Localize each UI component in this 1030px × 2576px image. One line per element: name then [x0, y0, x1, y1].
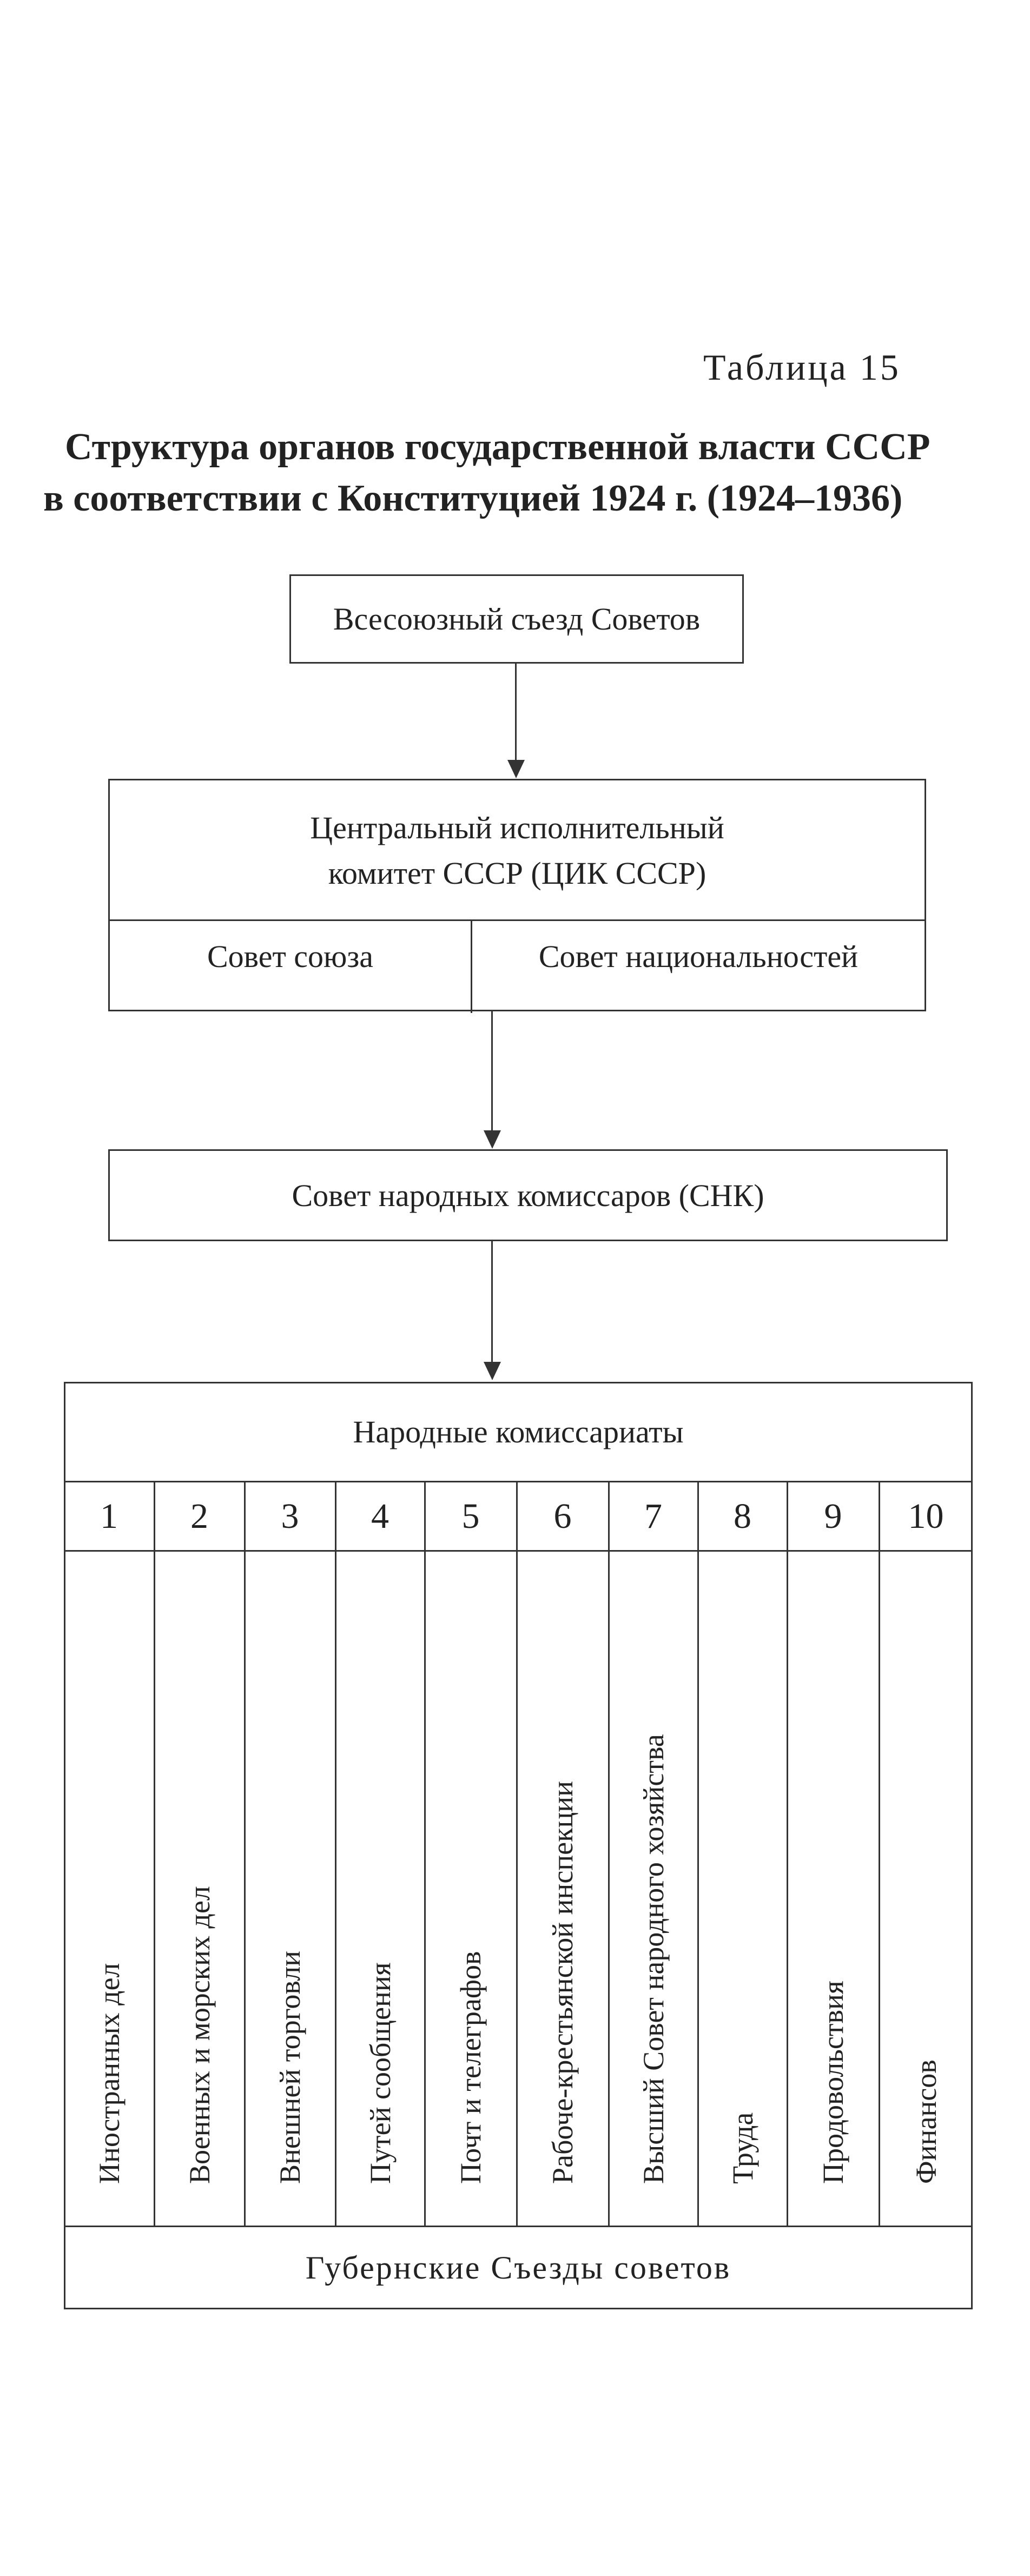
commissariat-name: Труда: [726, 2112, 759, 2184]
column-divider: [787, 1481, 788, 2226]
title-line-1: Структура органов государственной власти…: [65, 426, 930, 468]
chamber-divider: [471, 919, 472, 1013]
commissariat-column: Иностранных дел: [64, 1551, 154, 2227]
commissariat-column: Военных и морских дел: [154, 1551, 245, 2227]
table-number: Таблица 15: [703, 347, 901, 388]
commissariat-number: 10: [908, 1496, 944, 1536]
commissariat-column: Внешней торговли: [245, 1551, 335, 2227]
commissariat-number: 6: [553, 1496, 572, 1536]
chamber-union: Совет союза: [110, 921, 471, 991]
column-divider: [879, 1481, 880, 2226]
commissariats-header: Народные комиссариаты: [64, 1382, 973, 1482]
chamber-nationalities-label: Совет национальностей: [538, 938, 859, 974]
commissariat-number: 7: [644, 1496, 662, 1536]
column-divider: [608, 1481, 610, 2226]
diagram-title: Структура органов государственной власти…: [43, 422, 974, 524]
cik-title-line-1: Центральный исполнительный: [310, 810, 724, 845]
cik-title-line-2: комитет СССР (ЦИК СССР): [328, 856, 707, 891]
arrow-cik-snk: [484, 1130, 501, 1149]
commissariat-column: Путей сообщения: [335, 1551, 425, 2227]
commissariat-column: Труда: [698, 1551, 787, 2227]
commissariat-name: Почт и телеграфов: [454, 1951, 487, 2184]
commissariat-name: Внешней торговли: [274, 1950, 306, 2184]
commissariat-column: Высший Совет народного хозяйства: [609, 1551, 698, 2227]
numbers-divider: [64, 1550, 973, 1552]
commissariat-number: 3: [281, 1496, 299, 1536]
commissariat-number: 4: [371, 1496, 389, 1536]
gubernia-row: Губернские Съезды советов: [64, 2227, 973, 2308]
column-divider: [154, 1481, 155, 2226]
commissariat-number: 8: [734, 1496, 751, 1536]
column-divider: [516, 1481, 518, 2226]
columns-bottom-divider: [64, 2226, 973, 2227]
commissariat-column: Рабоче-крестьянской инспекции: [517, 1551, 609, 2227]
cik-title: Центральный исполнительный комитет СССР …: [110, 780, 925, 921]
commissariat-name: Иностранных дел: [93, 1963, 126, 2184]
title-line-2: в соответствии с Конституцией 1924 г. (1…: [43, 477, 903, 519]
commissariat-name: Финансов: [909, 2060, 942, 2184]
commissariat-number: 1: [100, 1496, 118, 1536]
commissariat-name: Военных и морских дел: [183, 1886, 216, 2184]
commissariat-column: Финансов: [879, 1551, 973, 2227]
chamber-union-label: Совет союза: [207, 938, 374, 974]
cik-box: Центральный исполнительный комитет СССР …: [108, 779, 926, 1013]
commissariat-name: Рабоче-крестьянской инспекции: [546, 1780, 579, 2184]
column-divider: [424, 1481, 426, 2226]
snk-box: Совет народных комиссаров (СНК): [108, 1149, 948, 1241]
gubernia-label: Губернские Съезды советов: [305, 2249, 731, 2286]
commissariat-name: Путей сообщения: [364, 1962, 397, 2184]
cik-divider: [110, 919, 925, 921]
commissariat-name: Продовольствия: [817, 1981, 849, 2184]
commissariat-name: Высший Совет народного хозяйства: [637, 1734, 670, 2184]
congress-label: Всесоюзный съезд Советов: [333, 601, 701, 637]
commissariat-column: Почт и телеграфов: [425, 1551, 517, 2227]
connector-cik-snk: [491, 1011, 493, 1131]
column-divider: [697, 1481, 699, 2226]
connector-congress-cik: [515, 664, 517, 761]
commissariat-column: Продовольствия: [787, 1551, 879, 2227]
arrow-snk-commissariats: [484, 1362, 501, 1380]
commissariats-header-label: Народные комиссариаты: [353, 1414, 684, 1449]
column-divider: [244, 1481, 246, 2226]
column-divider: [335, 1481, 336, 2226]
chamber-nationalities: Совет национальностей: [472, 921, 925, 991]
commissariat-number: 2: [190, 1496, 208, 1536]
header-divider: [64, 1481, 973, 1482]
congress-box: Всесоюзный съезд Советов: [289, 574, 744, 664]
commissariat-number: 5: [461, 1496, 480, 1536]
commissariats-box: [64, 1382, 973, 2309]
connector-snk-commissariats: [491, 1241, 493, 1363]
commissariat-number: 9: [824, 1496, 842, 1536]
arrow-congress-cik: [507, 760, 525, 778]
snk-label: Совет народных комиссаров (СНК): [292, 1177, 764, 1213]
